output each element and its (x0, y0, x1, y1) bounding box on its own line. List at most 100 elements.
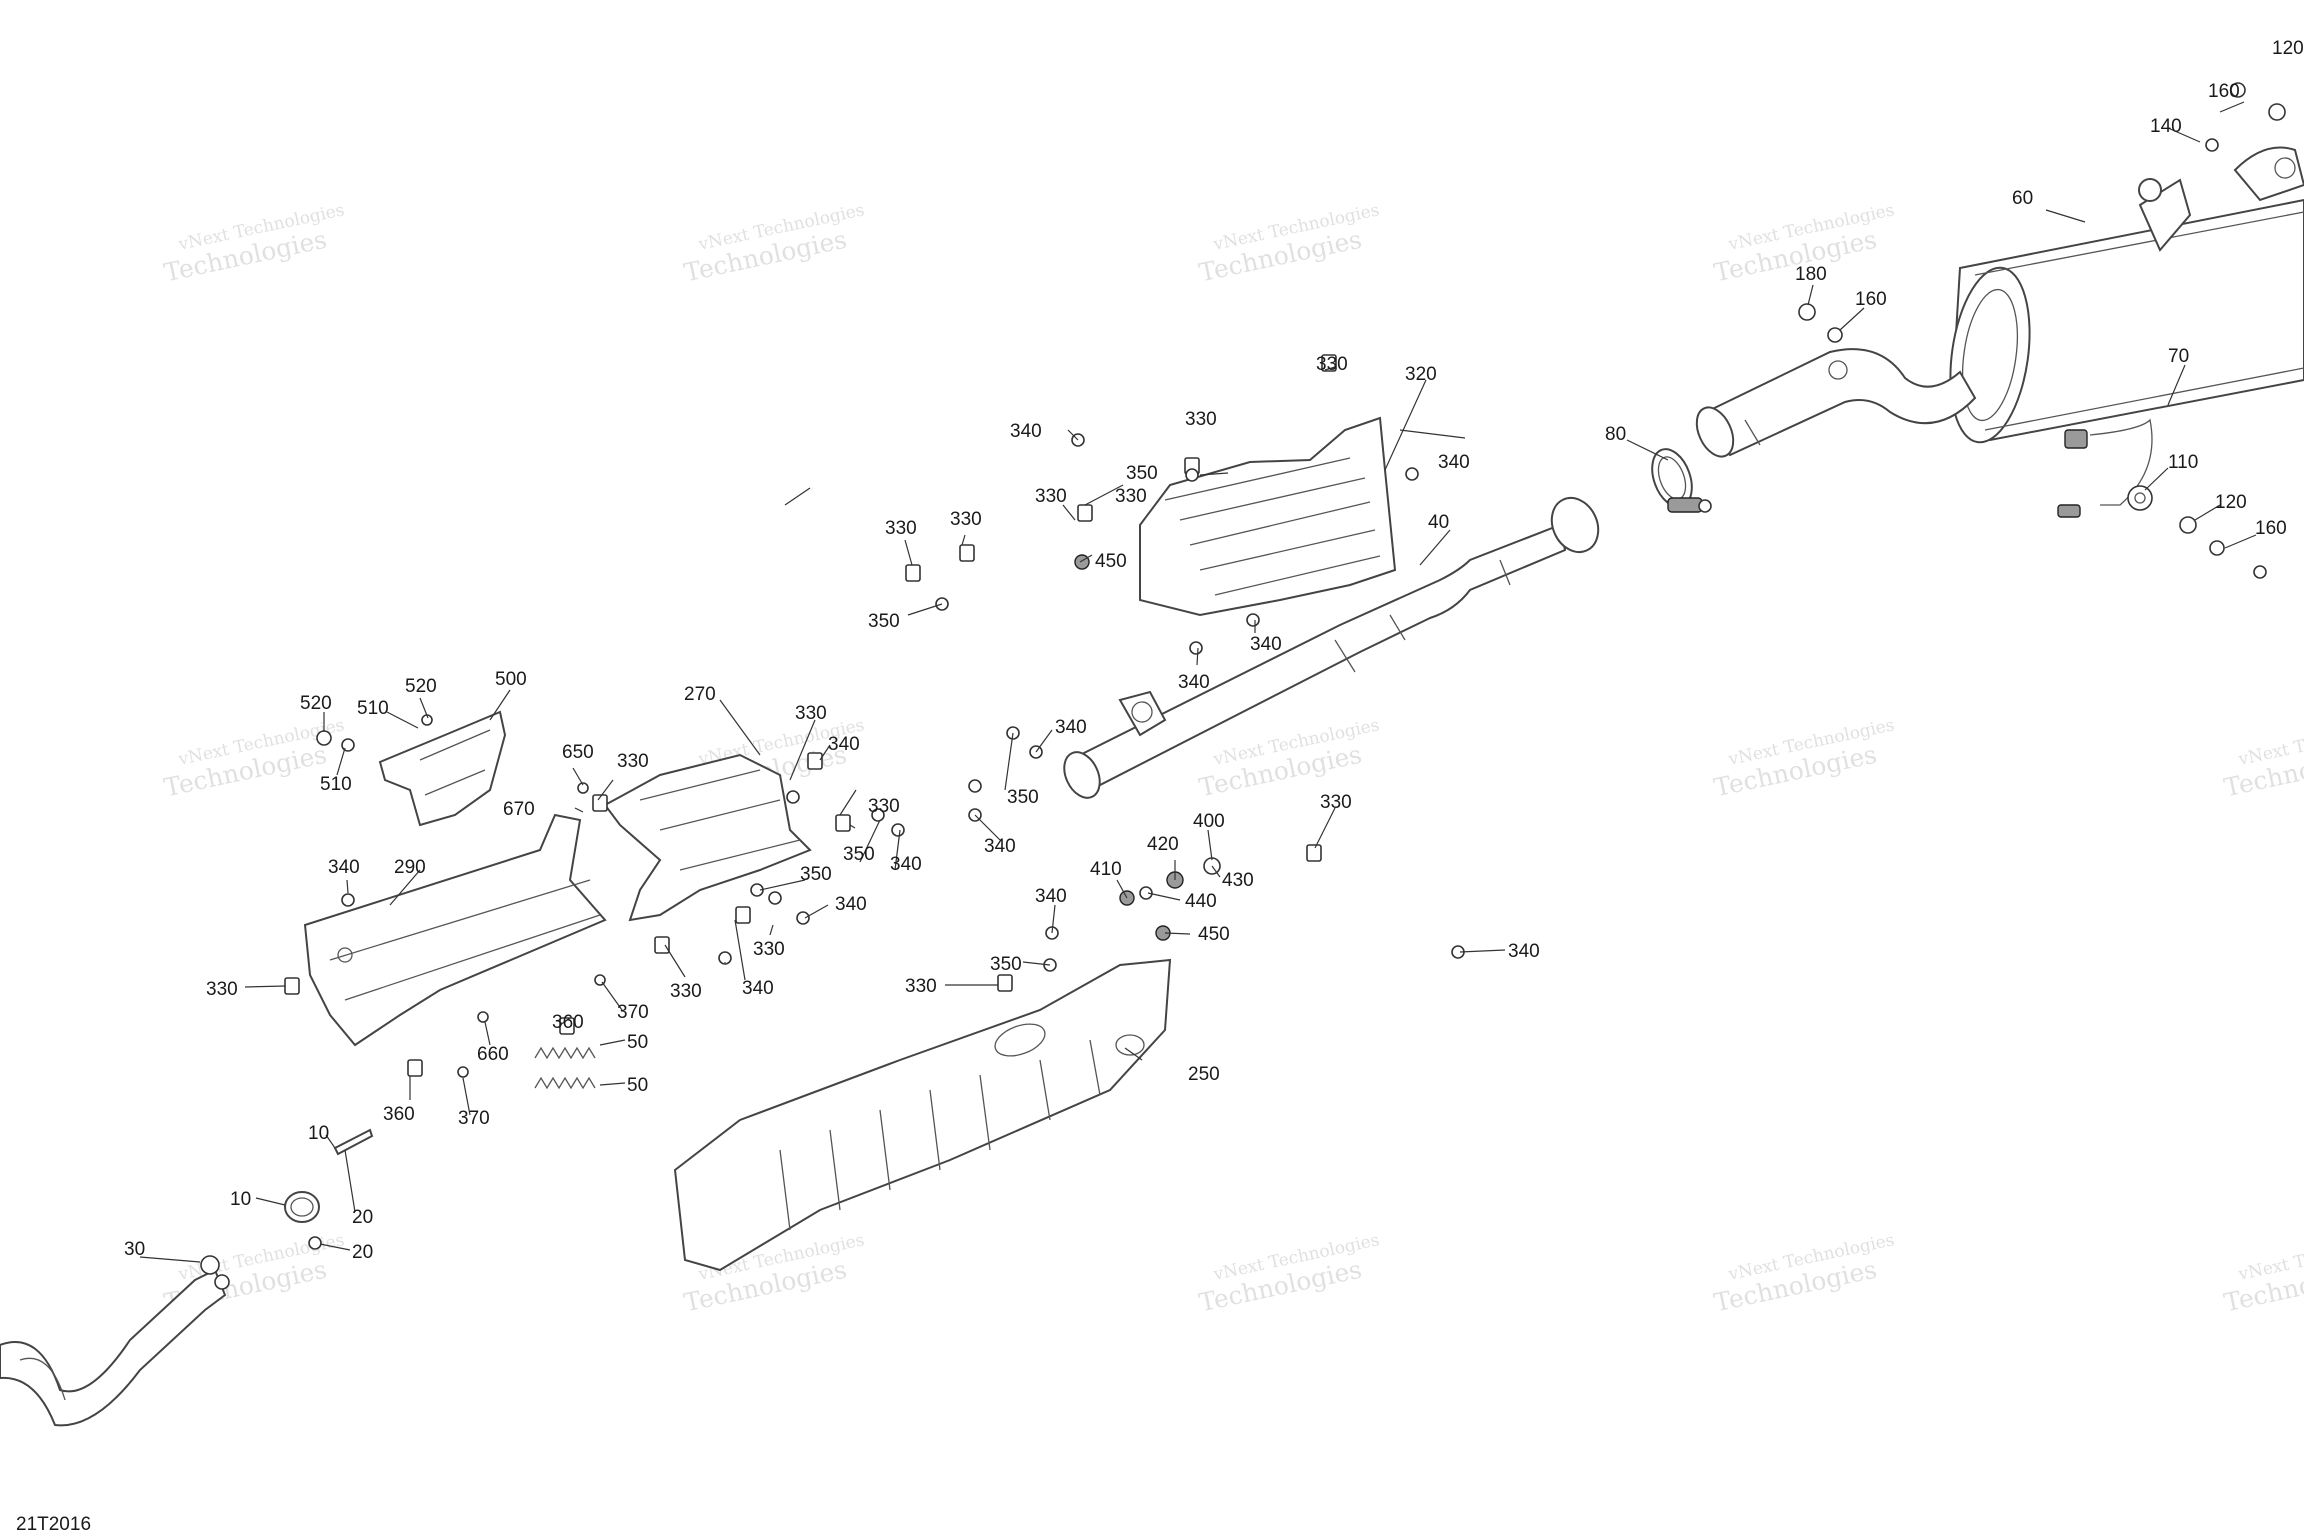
callout-370: 370 (617, 1002, 649, 1023)
clip-330 (835, 814, 851, 832)
callout-330: 330 (868, 796, 900, 817)
watermark: vNext Technologies Technologies (1196, 200, 1381, 287)
callout-50: 50 (627, 1075, 648, 1096)
bolt-340 (718, 951, 732, 965)
callout-10: 10 (230, 1189, 251, 1210)
watermark: vNext Technologies Technologies (2221, 715, 2304, 802)
nut-450 (1074, 554, 1090, 570)
clip-330 (807, 752, 823, 770)
washer-160 (1827, 327, 1843, 343)
nut-180 (1798, 303, 1816, 321)
callout-350: 350 (868, 611, 900, 632)
callout-340: 340 (1035, 886, 1067, 907)
callout-60: 60 (2012, 188, 2033, 209)
callout-80: 80 (1605, 424, 1626, 445)
callout-340: 340 (1010, 421, 1042, 442)
bolt-340 (891, 823, 905, 837)
callout-180: 180 (1795, 264, 1827, 285)
callout-330: 330 (617, 751, 649, 772)
callout-450: 450 (1095, 551, 1127, 572)
bolt-140 (2205, 138, 2219, 152)
document-id: 21T2016 (16, 1514, 92, 1535)
callout-350: 350 (990, 954, 1022, 975)
callout-160: 160 (2255, 518, 2287, 539)
callout-330: 330 (1185, 409, 1217, 430)
callout-350: 350 (843, 844, 875, 865)
callout-50: 50 (627, 1032, 648, 1053)
callout-340: 340 (1250, 634, 1282, 655)
callout-layer: 120 160 140 60 180 160 70 110 120 160 80… (124, 38, 2304, 1263)
spring-part-50 (534, 1046, 596, 1090)
bolt-370 (457, 1066, 469, 1078)
callout-20: 20 (352, 1242, 373, 1263)
callout-350: 350 (1126, 463, 1158, 484)
callout-120: 120 (2272, 38, 2304, 59)
callout-70: 70 (2168, 346, 2189, 367)
clip-330 (1306, 844, 1322, 862)
callout-10: 10 (308, 1123, 329, 1144)
callout-440: 440 (1185, 891, 1217, 912)
clamp-part-80 (1651, 448, 1712, 513)
callout-340: 340 (1178, 672, 1210, 693)
bolt-340 (768, 891, 782, 905)
heat-shield-part-500 (378, 710, 507, 827)
oxygen-sensor-part-70 (2057, 418, 2153, 518)
clip-330 (284, 977, 300, 995)
callout-320: 320 (1405, 364, 1437, 385)
callout-520: 520 (405, 676, 437, 697)
callout-160: 160 (1855, 289, 1887, 310)
clip-330 (654, 936, 670, 954)
muffler-part-60 (1949, 146, 2304, 444)
watermark: vNext Technologies Technologies (1711, 1230, 1896, 1317)
clip-330 (735, 906, 751, 924)
callout-340: 340 (1508, 941, 1540, 962)
bolt-340 (1246, 613, 1260, 627)
clip-330 (1321, 354, 1337, 372)
callout-340: 340 (984, 836, 1016, 857)
callout-330: 330 (1316, 354, 1348, 375)
callout-660: 660 (477, 1044, 509, 1065)
heat-shield-part-320 (1139, 416, 1397, 617)
callout-360: 360 (552, 1012, 584, 1033)
callout-420: 420 (1147, 834, 1179, 855)
callout-450: 450 (1198, 924, 1230, 945)
callout-40: 40 (1428, 512, 1449, 533)
callout-340: 340 (742, 978, 774, 999)
callout-370: 370 (458, 1108, 490, 1129)
callout-350: 350 (1007, 787, 1039, 808)
callout-330: 330 (753, 939, 785, 960)
callout-340: 340 (1438, 452, 1470, 473)
callout-330: 330 (905, 976, 937, 997)
callout-340: 340 (1055, 717, 1087, 738)
clip-330 (959, 544, 975, 562)
bolt-340 (1405, 467, 1419, 481)
gasket-part-10-b (333, 1128, 374, 1156)
callout-270: 270 (684, 684, 716, 705)
bolt-340 (1189, 641, 1203, 655)
washer-510 (341, 738, 355, 752)
callout-670: 670 (503, 799, 535, 820)
watermark: vNext Technologies Technologies (1196, 715, 1381, 802)
header-pipe-part-30 (0, 1255, 230, 1427)
callout-140: 140 (2150, 116, 2182, 137)
washer-350 (750, 883, 764, 897)
callout-410: 410 (1090, 859, 1122, 880)
callout-340: 340 (890, 854, 922, 875)
callout-350: 350 (800, 864, 832, 885)
clip-330 (997, 974, 1013, 992)
spacer-120 (2179, 516, 2197, 534)
middle-pipe-part-40 (1063, 496, 1600, 799)
clip-330 (407, 1059, 423, 1077)
washer-350 (1185, 468, 1199, 482)
callout-650: 650 (562, 742, 594, 763)
clip-330 (592, 794, 608, 812)
bolt-140 (2253, 565, 2267, 579)
heat-shield-part-270 (603, 753, 812, 922)
callout-510: 510 (357, 698, 389, 719)
callout-360: 360 (383, 1104, 415, 1125)
callout-500: 500 (495, 669, 527, 690)
bolt-650 (577, 782, 589, 794)
callout-20: 20 (352, 1207, 373, 1228)
heat-shield-part-290 (303, 813, 607, 1047)
